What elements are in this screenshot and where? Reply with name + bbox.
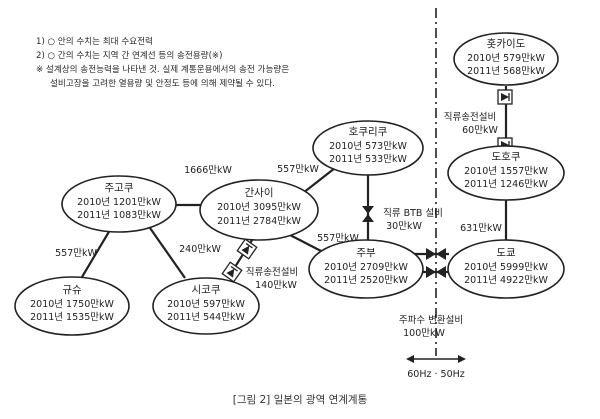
label-chugoku-kansai: 1666만kW [184, 165, 232, 176]
node-tohoku-name: 도호쿠 [492, 151, 521, 163]
node-kansai-2011: 2011년 2784만kW [217, 216, 301, 227]
label-freq-converter-capacity: 100만kW [403, 328, 445, 339]
node-shikoku-2010: 2010년 597만kW [167, 299, 245, 310]
node-hokkaido-2010: 2010년 579만kW [467, 53, 545, 64]
label-chugoku-kyushu: 557만kW [55, 248, 97, 259]
link-kansai-chubu [289, 234, 324, 253]
node-kansai-2010: 2010년 3095만kW [217, 202, 301, 213]
node-kyushu: 규슈 2010년 1750만kW 2011년 1535만kW [14, 276, 130, 336]
btb-symbol [362, 206, 374, 222]
node-kansai-name: 간사이 [245, 187, 274, 199]
node-tokyo: 도쿄 2010년 5999만kW 2011년 4922만kW [447, 239, 565, 299]
note-2: 2) ○ 간의 수치는 지역 간 연계선 등의 송전용량(※) [36, 51, 223, 61]
node-tokyo-name: 도쿄 [496, 247, 516, 259]
node-chugoku-2010: 2010년 1201만kW [77, 197, 161, 208]
label-kansai-dc-capacity: 140만kW [255, 280, 297, 291]
node-hokkaido-2011: 2011년 568만kW [467, 66, 545, 77]
label-kansai-chubu: 557만kW [317, 233, 359, 244]
label-hokkaido-dc-capacity: 60만kW [462, 125, 498, 136]
hvdc-symbol-hokkaido-top [497, 89, 513, 105]
link-chugoku-kyushu [81, 229, 111, 278]
node-chubu-2011: 2011년 2520만kW [324, 275, 408, 286]
node-chubu: 주부 2010년 2709만kW 2011년 2520만kW [308, 239, 424, 299]
note-4: 설비고장을 고려한 열용량 및 안정도 등에 의해 제약될 수 있다. [50, 79, 275, 89]
node-hokkaido: 홋카이도 2010년 579만kW 2011년 568만kW [453, 32, 559, 86]
node-shikoku-name: 시코쿠 [192, 284, 221, 296]
frequency-converter-top [426, 248, 446, 260]
node-hokuriku-name: 호쿠리쿠 [349, 126, 388, 138]
node-tokyo-2010: 2010년 5999만kW [464, 262, 548, 273]
node-hokkaido-name: 홋카이도 [487, 37, 526, 50]
node-chugoku: 주고쿠 2010년 1201만kW 2011년 1083만kW [61, 175, 177, 233]
label-btb-capacity: 30만kW [386, 221, 422, 232]
figure-caption: [그림 2] 일본의 광역 연계계통 [232, 394, 368, 406]
hvdc-symbol-kansai-top [236, 238, 258, 260]
frequency-label: 60Hz · 50Hz [407, 369, 465, 380]
node-kyushu-2010: 2010년 1750만kW [30, 299, 114, 310]
node-chubu-name: 주부 [356, 247, 376, 259]
node-tokyo-2011: 2011년 4922만kW [464, 275, 548, 286]
node-shikoku: 시코쿠 2010년 597만kW 2011년 544만kW [152, 277, 260, 335]
node-kyushu-2011: 2011년 1535만kW [30, 312, 114, 323]
node-tohoku-2010: 2010년 1557만kW [464, 166, 548, 177]
node-tohoku-2011: 2011년 1246만kW [464, 179, 548, 190]
node-hokuriku-2011: 2011년 533만kW [329, 154, 407, 165]
label-freq-converter-device: 주파수 변환설비 [399, 314, 463, 326]
node-kansai: 간사이 2010년 3095만kW 2011년 2784만kW [199, 179, 319, 241]
node-hokuriku-2010: 2010년 573만kW [329, 141, 407, 152]
link-kansai-hokuriku [302, 167, 336, 194]
hvdc-symbol-shikoku-bottom [221, 261, 243, 283]
node-chugoku-name: 주고쿠 [105, 182, 134, 194]
label-chugoku-shikoku: 240만kW [179, 244, 221, 255]
node-chubu-2010: 2010년 2709만kW [324, 262, 408, 273]
node-hokuriku: 호쿠리쿠 2010년 573만kW 2011년 533만kW [312, 120, 424, 176]
frequency-arrow [406, 355, 466, 363]
node-tohoku: 도호쿠 2010년 1557만kW 2011년 1246만kW [447, 145, 565, 201]
label-hokkaido-dc-device: 직류송전설비 [444, 112, 496, 123]
label-btb-device: 직류 BTB 설비 [383, 208, 443, 219]
node-kyushu-name: 규슈 [62, 284, 82, 296]
node-chugoku-2011: 2011년 1083만kW [77, 210, 161, 221]
node-shikoku-2011: 2011년 544만kW [167, 312, 245, 323]
frequency-converter-bottom [426, 266, 446, 278]
note-1: 1) ○ 안의 수치는 최대 수요전력 [36, 37, 153, 47]
link-chugoku-shikoku [149, 227, 186, 279]
label-kansai-dc-device: 직류송전설비 [246, 267, 298, 278]
label-kansai-hokuriku: 557만kW [277, 164, 319, 175]
note-3: ※ 설계상의 송전능력을 나타낸 것. 실제 계통운용에서의 송전 가능량은 [36, 65, 290, 75]
label-tohoku-tokyo: 631만kW [460, 223, 502, 234]
